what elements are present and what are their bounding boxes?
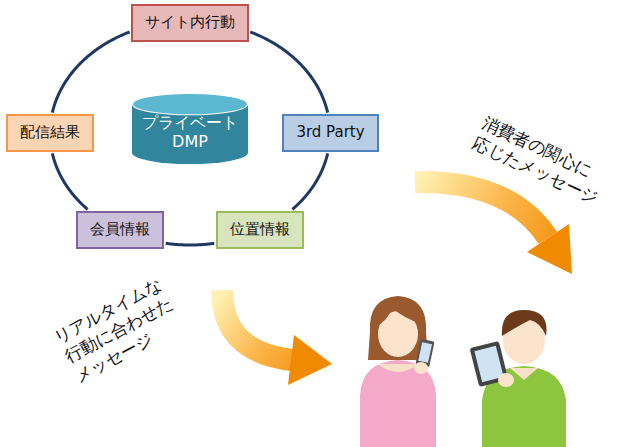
ring-connector [250,32,327,113]
woman-figure [360,296,436,447]
node-label: 配信結果 [20,123,80,143]
node-label: 会員情報 [90,220,150,240]
ring-connector [52,153,87,209]
source-box: 位置情報 [216,211,304,249]
big-arrow [415,182,572,274]
database-cylinder: プライベート DMP [132,93,248,164]
ring-connector [52,32,129,113]
node-label: 位置情報 [230,220,290,240]
message-label: リアルタイムな 行動に合わせた メッセージ [50,273,186,387]
big-arrow [222,290,332,385]
source-box: 3rd Party [282,114,379,152]
man-figure [470,310,566,447]
source-box: 配信結果 [6,114,94,152]
source-box: サイト内行動 [131,4,249,42]
ring-connector [292,153,327,209]
node-label: サイト内行動 [145,13,235,33]
source-box: 会員情報 [76,211,164,249]
node-label: 3rd Party [296,123,365,143]
ring-connector [166,243,215,245]
node-label: プライベート DMP [142,113,238,151]
